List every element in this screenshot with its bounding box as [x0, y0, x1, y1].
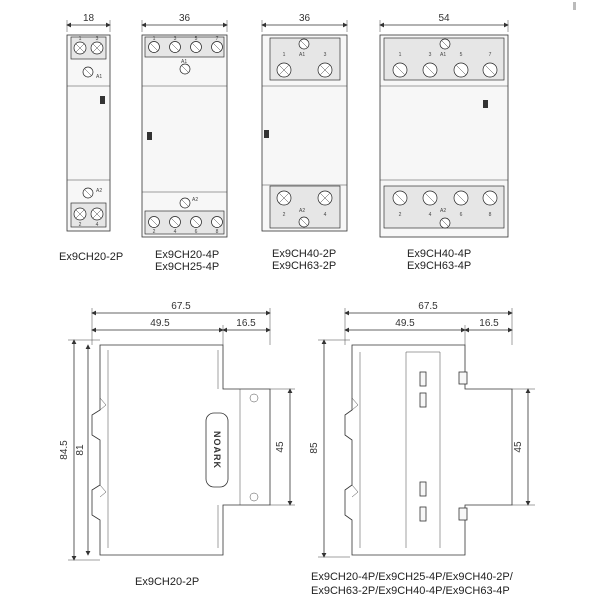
coil-label-a1: A1	[299, 52, 305, 58]
height-outer-label: 85	[309, 442, 320, 454]
terminal-label: 7	[216, 36, 219, 42]
terminal-label: 3	[324, 52, 327, 58]
corner-mark	[573, 2, 576, 10]
side-view-ex9ch-4p: 67.5 49.5 16.5 85 45 Ex9CH20-4P/Ex9CH25-…	[309, 301, 535, 597]
model-caption: Ex9CH63-4P	[407, 260, 471, 272]
status-indicator	[100, 96, 105, 104]
model-caption: Ex9CH20-4P/Ex9CH25-4P/Ex9CH40-2P/	[311, 571, 514, 583]
terminal-label: 2	[283, 212, 286, 218]
terminal-label: 1	[399, 52, 402, 58]
model-caption: Ex9CH63-2P	[272, 260, 336, 272]
terminal-label: 2	[399, 212, 402, 218]
coil-label-a1: A1	[440, 52, 446, 58]
depth-total-label: 67.5	[171, 301, 191, 312]
terminal-label: 2	[153, 229, 156, 235]
terminal-label: 4	[429, 212, 432, 218]
terminal-label: 3	[96, 36, 99, 42]
terminal-label: 8	[489, 212, 492, 218]
depth-rear-label: 16.5	[479, 318, 499, 329]
status-indicator	[147, 132, 152, 140]
width-label: 36	[299, 13, 311, 24]
terminal-label: 8	[216, 229, 219, 235]
front-view-ex9ch40-2p: 36 1 3 A1 2 4 A2 Ex9CH40-2P Ex9CH63-2P	[261, 13, 348, 272]
status-indicator	[264, 130, 269, 138]
terminal-label: 1	[283, 52, 286, 58]
status-indicator	[483, 100, 488, 108]
terminal-label: 6	[195, 229, 198, 235]
height-front-label: 45	[275, 441, 286, 453]
model-caption: Ex9CH20-4P	[155, 249, 219, 261]
terminal-label: 1	[79, 36, 82, 42]
terminal-label: 1	[153, 36, 156, 42]
model-caption: Ex9CH20-2P	[135, 576, 199, 588]
height-outer-label: 84.5	[59, 440, 70, 460]
depth-front-label: 49.5	[395, 318, 415, 329]
front-view-ex9ch20-2p: 18 1 3 A1 A2 2 4 Ex9CH20-2P	[59, 13, 123, 263]
terminal-label: 3	[429, 52, 432, 58]
model-caption: Ex9CH20-2P	[59, 251, 123, 263]
model-caption: Ex9CH40-2P	[272, 248, 336, 260]
brand-plate	[205, 412, 229, 488]
coil-label-a1: A1	[181, 59, 187, 65]
terminal-label: 3	[174, 36, 177, 42]
terminal-label: 7	[489, 52, 492, 58]
height-inner-label: 81	[75, 444, 86, 456]
model-caption: Ex9CH40-4P	[407, 248, 471, 260]
front-view-ex9ch40-4p: 54 1 3 5 7 A1 2 4 6 8 A2 Ex9CH40-4P Ex9C…	[379, 13, 509, 272]
terminal-label: 4	[96, 222, 99, 228]
height-front-label: 45	[513, 441, 524, 453]
model-caption: Ex9CH63-2P/Ex9CH40-4P/Ex9CH63-4P	[311, 585, 510, 597]
front-view-ex9ch20-4p: 36 1 3 5 7 A1 A2 2 4 6 8 Ex9CH20-4P Ex9C…	[141, 13, 228, 273]
depth-front-label: 49.5	[150, 318, 170, 329]
coil-label-a2: A2	[192, 197, 198, 203]
terminal-label: 4	[324, 212, 327, 218]
depth-total-label: 67.5	[418, 301, 438, 312]
brand-logo: NOARK	[212, 431, 222, 469]
terminal-label: 5	[195, 36, 198, 42]
coil-label-a2: A2	[440, 208, 446, 214]
terminal-label: 5	[460, 52, 463, 58]
terminal-label: 6	[460, 212, 463, 218]
depth-rear-label: 16.5	[236, 318, 256, 329]
width-label: 18	[83, 13, 95, 24]
width-label: 54	[438, 13, 450, 24]
side-view-ex9ch20-2p: 67.5 49.5 16.5 84.5 81 45 NOARK Ex9CH20-…	[59, 301, 295, 588]
terminal-label: 4	[174, 229, 177, 235]
width-label: 36	[179, 13, 191, 24]
coil-label-a2: A2	[96, 188, 102, 194]
model-caption: Ex9CH25-4P	[155, 261, 219, 273]
terminal-label: 2	[79, 222, 82, 228]
coil-label-a2: A2	[299, 208, 305, 214]
coil-label-a1: A1	[96, 74, 102, 80]
